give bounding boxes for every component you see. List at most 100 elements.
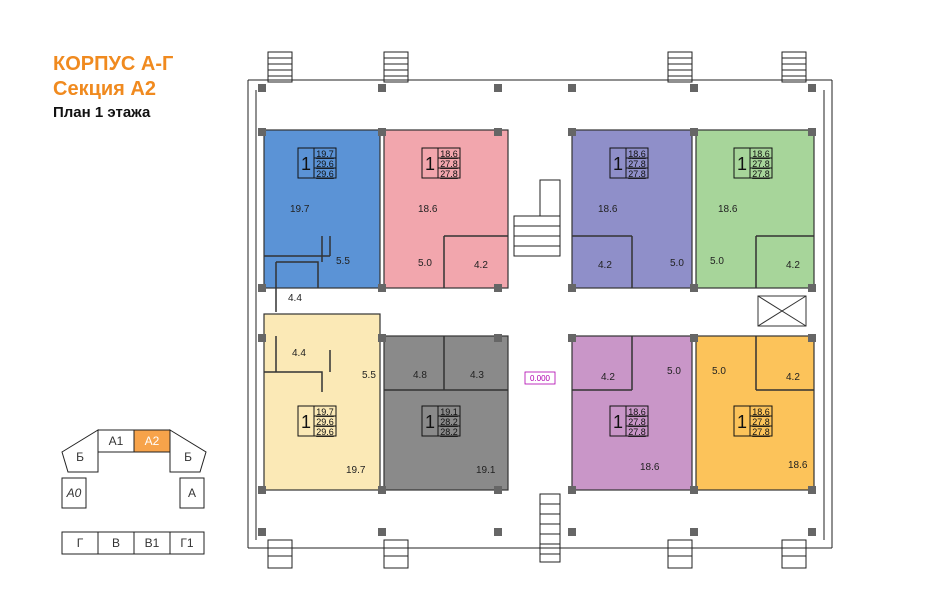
keymap-label: Б	[184, 450, 192, 464]
room-area-label: 5.0	[667, 366, 681, 377]
apartment-area-value: 27.8	[752, 169, 770, 179]
apartment-area-value: 27.8	[628, 169, 646, 179]
keymap-label: А0	[66, 486, 82, 500]
room-area-label: 4.8	[413, 370, 427, 381]
room-area-label: 19.7	[346, 465, 366, 476]
room-area-label: 4.4	[292, 348, 306, 359]
building-title: КОРПУС А-Г	[53, 53, 174, 75]
keymap-label: В	[112, 536, 120, 550]
room-area-label: 4.3	[470, 370, 484, 381]
apartment-area-value: 18.6	[752, 149, 770, 159]
level-mark: 0.000	[530, 374, 551, 383]
room-count: 1	[301, 154, 311, 174]
room-count: 1	[425, 154, 435, 174]
keymap-label: Г1	[180, 536, 193, 550]
apartment-beige[interactable]	[263, 313, 381, 491]
keymap-block-a[interactable]	[179, 477, 205, 509]
room-area-label: 4.2	[601, 372, 615, 383]
room-count: 1	[613, 412, 623, 432]
apartment-area-value: 27.8	[628, 159, 646, 169]
room-area-label: 4.2	[598, 260, 612, 271]
room-area-label: 18.6	[718, 204, 738, 215]
keymap-block-g1[interactable]	[169, 531, 205, 555]
room-area-label: 18.6	[640, 462, 660, 473]
apartment-area-box	[609, 405, 649, 437]
room-area-label: 5.5	[362, 370, 376, 381]
room-area-label: 5.0	[710, 256, 724, 267]
apartment-area-value: 27.8	[752, 159, 770, 169]
apartment-area-value: 29.6	[316, 427, 334, 437]
plan-title: КОРПУС А-Г Секция А2 План 1 этажа	[53, 52, 173, 123]
keymap-label: А	[188, 486, 196, 500]
apartment-area-box	[609, 147, 649, 179]
apartment-area-box	[733, 405, 773, 437]
room-count: 1	[737, 412, 747, 432]
room-area-label: 4.2	[786, 372, 800, 383]
apartment-area-value: 18.6	[628, 149, 646, 159]
room-count: 1	[425, 412, 435, 432]
apartment-area-value: 27.8	[628, 417, 646, 427]
keymap-wing-right[interactable]	[169, 429, 207, 473]
apartment-area-value: 29.6	[316, 417, 334, 427]
floor-title: План 1 этажа	[53, 104, 151, 121]
interior-walls	[264, 235, 814, 392]
apartment-area-box	[421, 147, 461, 179]
room-area-label: 5.0	[418, 258, 432, 269]
apartment-pink[interactable]	[383, 129, 509, 289]
room-area-label: 18.6	[598, 204, 618, 215]
apartment-area-value: 29.6	[316, 169, 334, 179]
keymap-wing-left[interactable]	[61, 429, 99, 473]
keymap-label: А1	[109, 434, 124, 448]
keymap-label: Г	[77, 536, 84, 550]
level-mark-box	[524, 371, 556, 385]
apartment-area-box	[421, 405, 461, 437]
apartment-area-value: 19.7	[316, 149, 334, 159]
apartment-gray[interactable]	[383, 335, 509, 491]
apartment-area-value: 18.6	[752, 407, 770, 417]
apartment-area-value: 27.8	[440, 159, 458, 169]
apartment-green[interactable]	[695, 129, 815, 289]
apartment-area-value: 27.8	[440, 169, 458, 179]
apartment-area-box	[297, 405, 337, 437]
room-area-label: 18.6	[418, 204, 438, 215]
section-title: Секция А2	[53, 78, 156, 100]
apartment-area-value: 27.8	[628, 427, 646, 437]
apartment-area-value: 18.6	[628, 407, 646, 417]
apartment-area-value: 19.7	[316, 407, 334, 417]
keymap-label: В1	[145, 536, 160, 550]
apartment-area-value: 19.1	[440, 407, 458, 417]
columns	[258, 84, 816, 536]
apartment-area-value: 27.8	[752, 427, 770, 437]
room-area-label: 5.5	[336, 256, 350, 267]
entrance-stairs	[267, 51, 807, 569]
elevator-shaft	[757, 295, 807, 327]
room-area-label: 5.0	[670, 258, 684, 269]
room-area-label: 4.4	[288, 293, 302, 304]
room-area-label: 18.6	[788, 460, 808, 471]
room-area-label: 19.7	[290, 204, 310, 215]
apartment-area-box	[733, 147, 773, 179]
room-count: 1	[613, 154, 623, 174]
room-area-label: 19.1	[476, 465, 496, 476]
apartment-area-value: 27.8	[752, 417, 770, 427]
keymap-block-a0[interactable]	[61, 477, 87, 509]
keymap-label: А2	[145, 434, 160, 448]
apartment-area-value: 28.2	[440, 417, 458, 427]
keymap-label: Б	[76, 450, 84, 464]
room-area-label: 5.0	[712, 366, 726, 377]
apartment-area-value: 28.2	[440, 427, 458, 437]
apartment-area-value: 18.6	[440, 149, 458, 159]
room-area-label: 4.2	[786, 260, 800, 271]
apartment-orange[interactable]	[695, 335, 815, 491]
room-count: 1	[737, 154, 747, 174]
